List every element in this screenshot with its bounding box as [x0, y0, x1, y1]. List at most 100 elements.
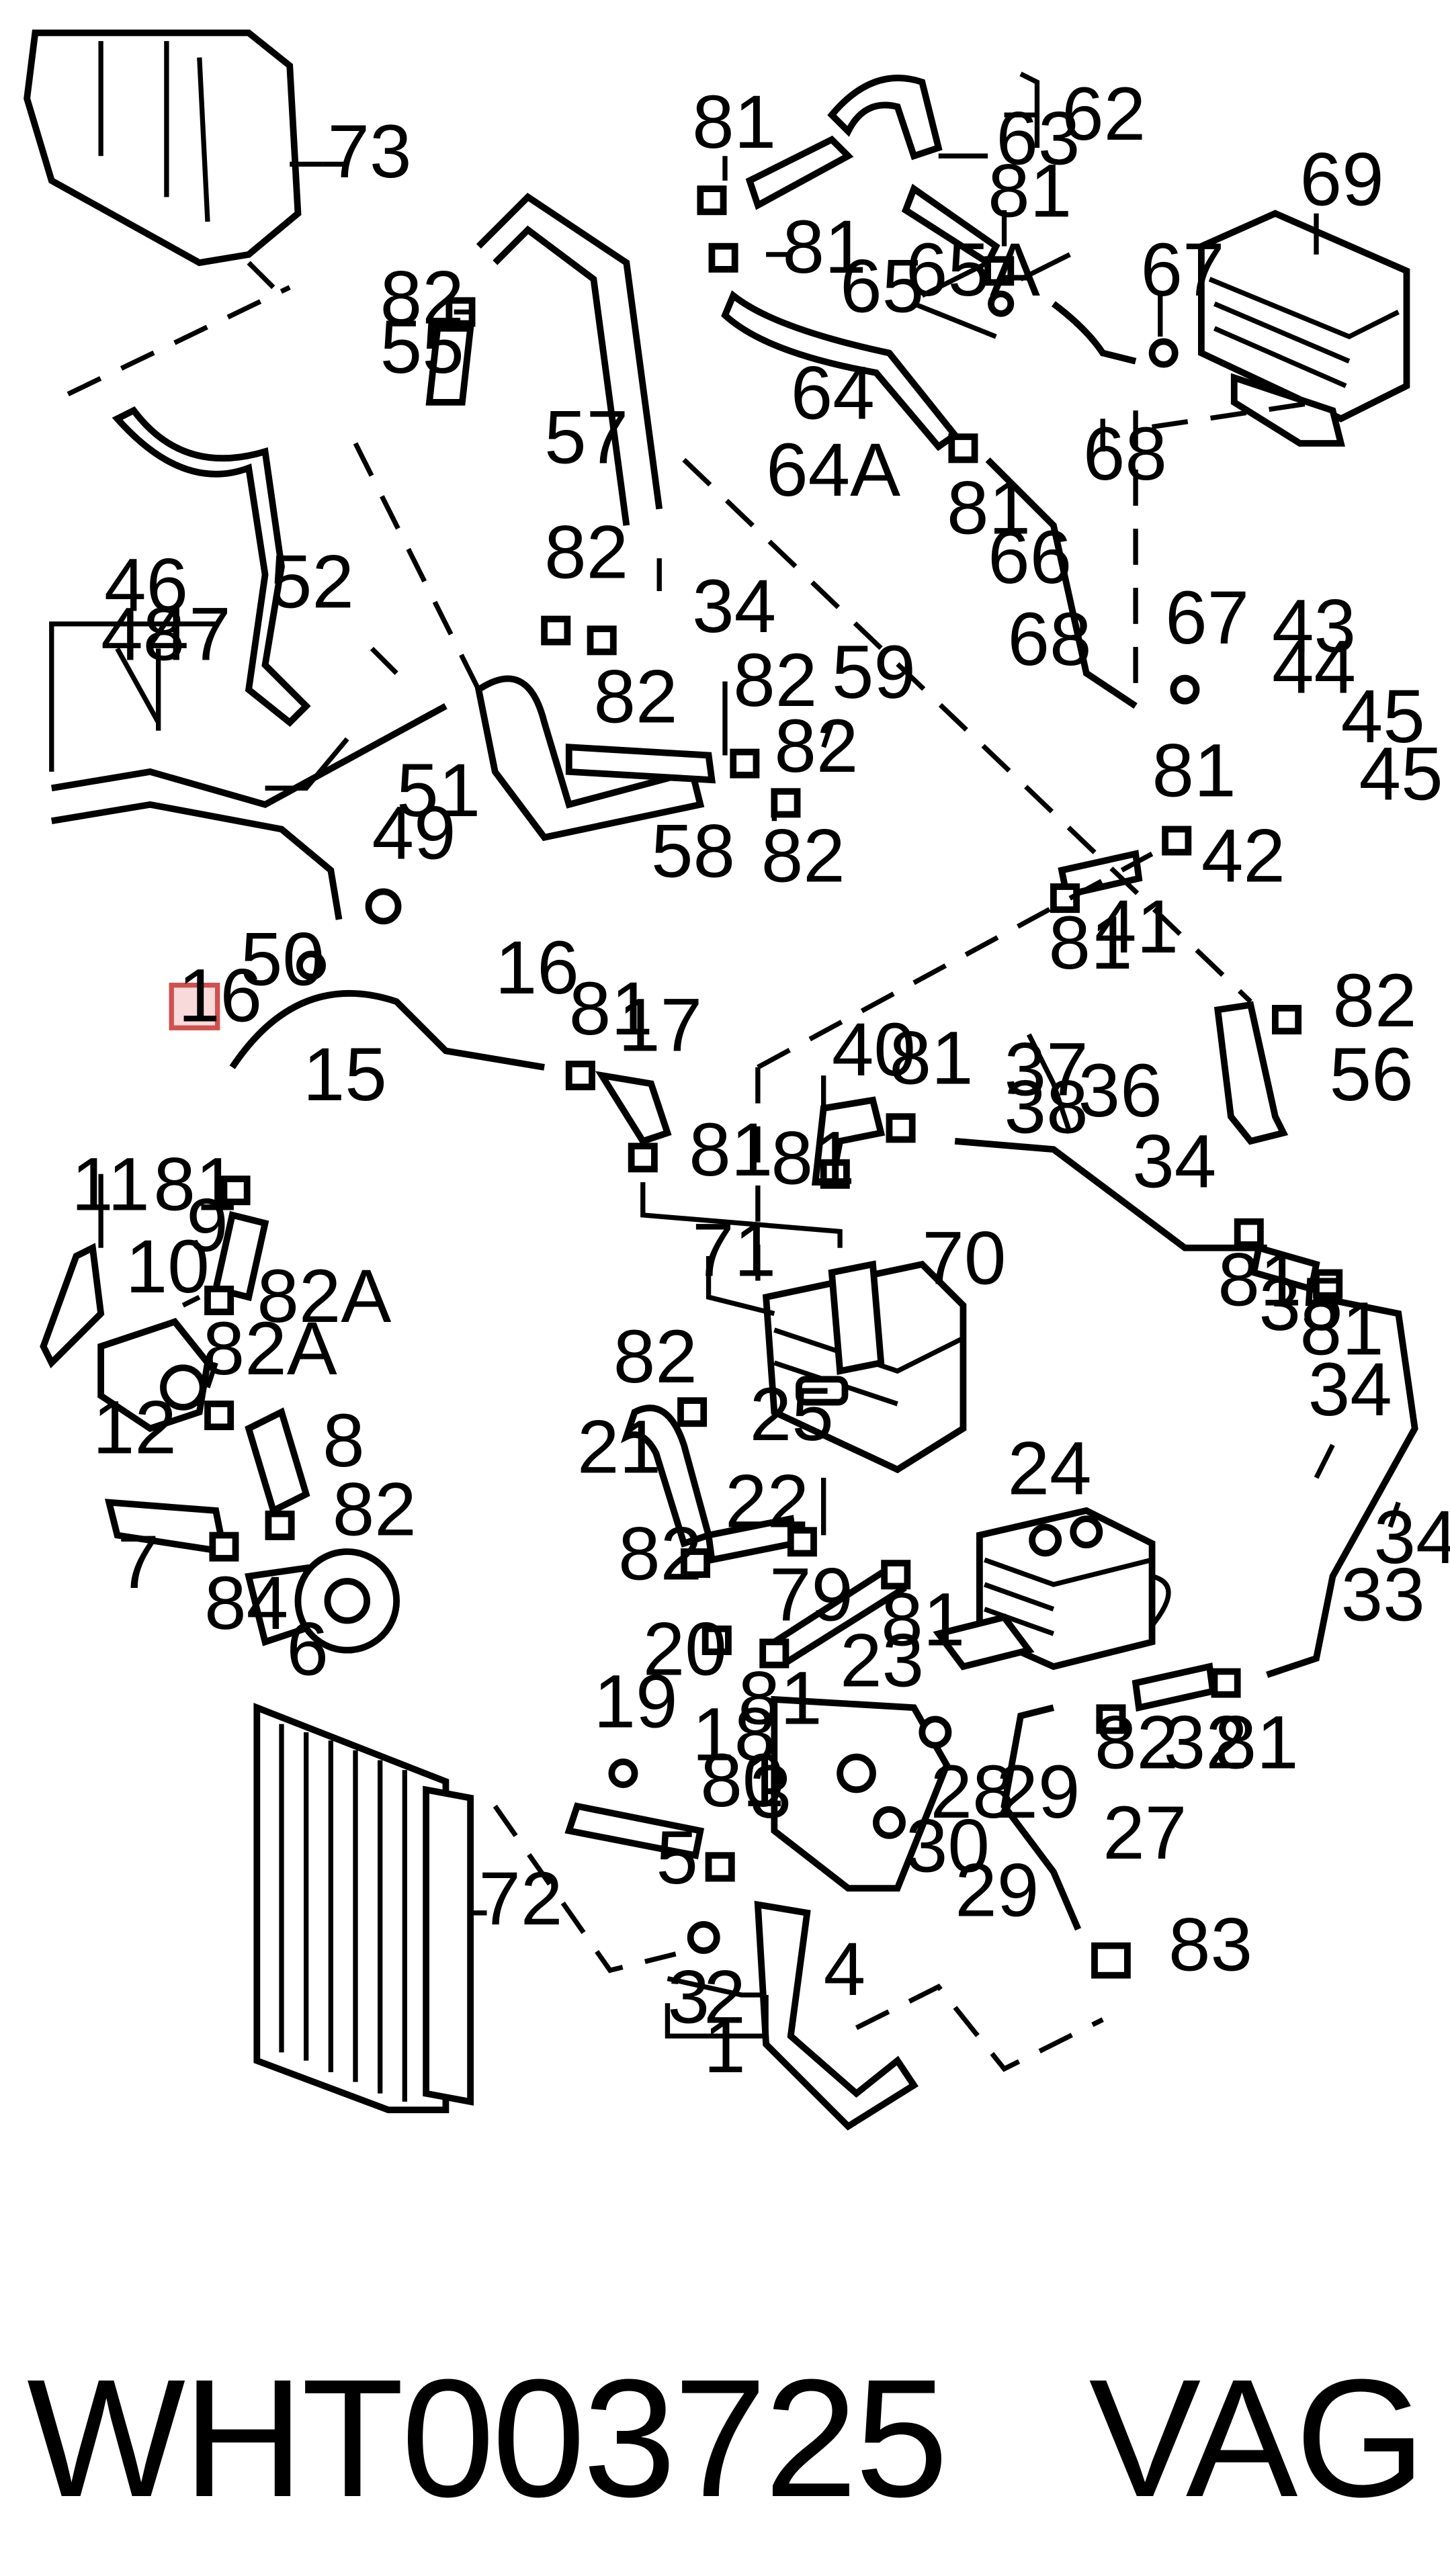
oil-cooler	[1198, 210, 1410, 447]
label-41: 41	[1095, 884, 1179, 969]
auxiliary-water-pump	[40, 1243, 212, 1433]
label-6: 6	[286, 1606, 329, 1691]
label-50: 50	[241, 917, 325, 1002]
label-82-c: 82	[593, 654, 677, 739]
label-34-d: 34	[1374, 1495, 1450, 1579]
label-48: 48	[101, 592, 185, 676]
caption-bar: WHT003725 VAG	[27, 2338, 1426, 2539]
label-34-c: 34	[1308, 1347, 1392, 1431]
label-66: 66	[988, 515, 1072, 599]
label-64: 64	[791, 350, 875, 435]
label-9: 9	[186, 1183, 228, 1268]
label-70: 70	[922, 1216, 1006, 1300]
label-81-j: 81	[771, 1115, 855, 1200]
label-17: 17	[618, 982, 702, 1067]
label-38: 38	[1005, 1065, 1089, 1149]
label-5: 5	[656, 1815, 698, 1900]
dashed-connections	[67, 285, 1317, 2072]
label-56: 56	[1330, 1032, 1414, 1116]
label-81-l: 81	[881, 1576, 965, 1661]
label-52: 52	[270, 539, 354, 623]
label-7: 7	[118, 1519, 160, 1604]
label-82-h: 82	[613, 1314, 697, 1398]
label-81-c: 81	[988, 148, 1072, 233]
label-34-a: 34	[692, 564, 776, 648]
label-67-a: 67	[1140, 227, 1224, 312]
label-30: 30	[906, 1804, 990, 1888]
label-36: 36	[1078, 1048, 1162, 1132]
heat-exchanger	[933, 1507, 1171, 1671]
label-23: 23	[840, 1617, 924, 1702]
label-81-g: 81	[569, 966, 653, 1051]
label-22: 22	[725, 1458, 809, 1543]
label-81-q: 81	[700, 1738, 784, 1822]
label-82-e: 82	[761, 813, 845, 898]
label-67-b: 67	[1165, 575, 1249, 660]
label-81-n: 81	[1214, 1700, 1298, 1785]
label-45-b: 45	[1359, 731, 1443, 815]
label-65A: 65A	[906, 227, 1040, 312]
label-27: 27	[1103, 1790, 1187, 1875]
label-82-b: 82	[544, 509, 628, 594]
label-81-b: 81	[783, 204, 867, 289]
label-43: 43	[1272, 583, 1356, 668]
label-57: 57	[544, 394, 628, 479]
coolant-pump	[245, 1548, 400, 1654]
label-44: 44	[1272, 625, 1356, 709]
label-15: 15	[303, 1032, 387, 1116]
label-82-f: 82	[1332, 958, 1416, 1042]
label-29-a: 29	[996, 1749, 1080, 1834]
label-20: 20	[643, 1606, 727, 1691]
label-82-g: 82	[333, 1467, 417, 1552]
label-46: 46	[104, 542, 188, 627]
mounting-bracket	[771, 1695, 951, 1892]
label-51: 51	[396, 748, 480, 832]
label-72: 72	[478, 1856, 562, 1941]
label-11: 11	[71, 1142, 150, 1227]
label-82-top: 82	[380, 255, 464, 340]
label-16-b: 16	[495, 925, 579, 1010]
label-49: 49	[372, 790, 456, 875]
label-8: 8	[323, 1398, 365, 1482]
label-32: 32	[1164, 1700, 1248, 1785]
label-16-a: 16	[178, 952, 262, 1037]
label-64A: 64A	[766, 427, 900, 512]
expansion-tank	[24, 30, 323, 290]
label-83: 83	[1168, 1902, 1252, 1986]
label-21: 21	[577, 1405, 661, 1489]
label-65: 65	[840, 243, 924, 328]
label-81-m: 81	[738, 1656, 822, 1740]
label-3-b: 3	[667, 1955, 710, 2039]
label-33: 33	[1341, 1552, 1425, 1637]
label-59: 59	[832, 629, 916, 714]
label-81-o: 81	[1218, 1237, 1302, 1321]
label-73: 73	[327, 109, 411, 193]
label-55: 55	[380, 304, 464, 389]
label-79: 79	[769, 1552, 853, 1637]
label-4: 4	[824, 1926, 866, 2011]
label-82-d: 82	[733, 637, 817, 722]
label-40: 40	[832, 1007, 916, 1092]
label-71: 71	[692, 1207, 776, 1292]
label-58: 58	[651, 808, 735, 893]
label-82A-b: 82A	[203, 1306, 337, 1390]
label-24: 24	[1007, 1425, 1091, 1510]
highlighted-part-box	[169, 983, 220, 1030]
label-3-a: 3	[750, 1749, 792, 1834]
label-81-f: 81	[1049, 900, 1133, 985]
label-81-d: 81	[947, 465, 1031, 549]
clamps-and-fasteners	[204, 185, 1343, 1979]
label-1: 1	[703, 2004, 746, 2088]
brand-name: VAG	[1089, 2344, 1426, 2532]
label-81-e: 81	[1152, 728, 1236, 813]
label-28: 28	[931, 1749, 1015, 1834]
label-18: 18	[692, 1691, 776, 1776]
coolant-pipes	[50, 193, 1418, 1931]
label-19: 19	[593, 1659, 677, 1744]
label-2: 2	[703, 1955, 746, 2039]
label-37: 37	[1005, 1026, 1089, 1111]
label-68-a: 68	[1083, 411, 1167, 496]
label-82-k: 82	[774, 703, 858, 788]
label-63: 63	[996, 95, 1080, 180]
label-25: 25	[750, 1372, 834, 1456]
